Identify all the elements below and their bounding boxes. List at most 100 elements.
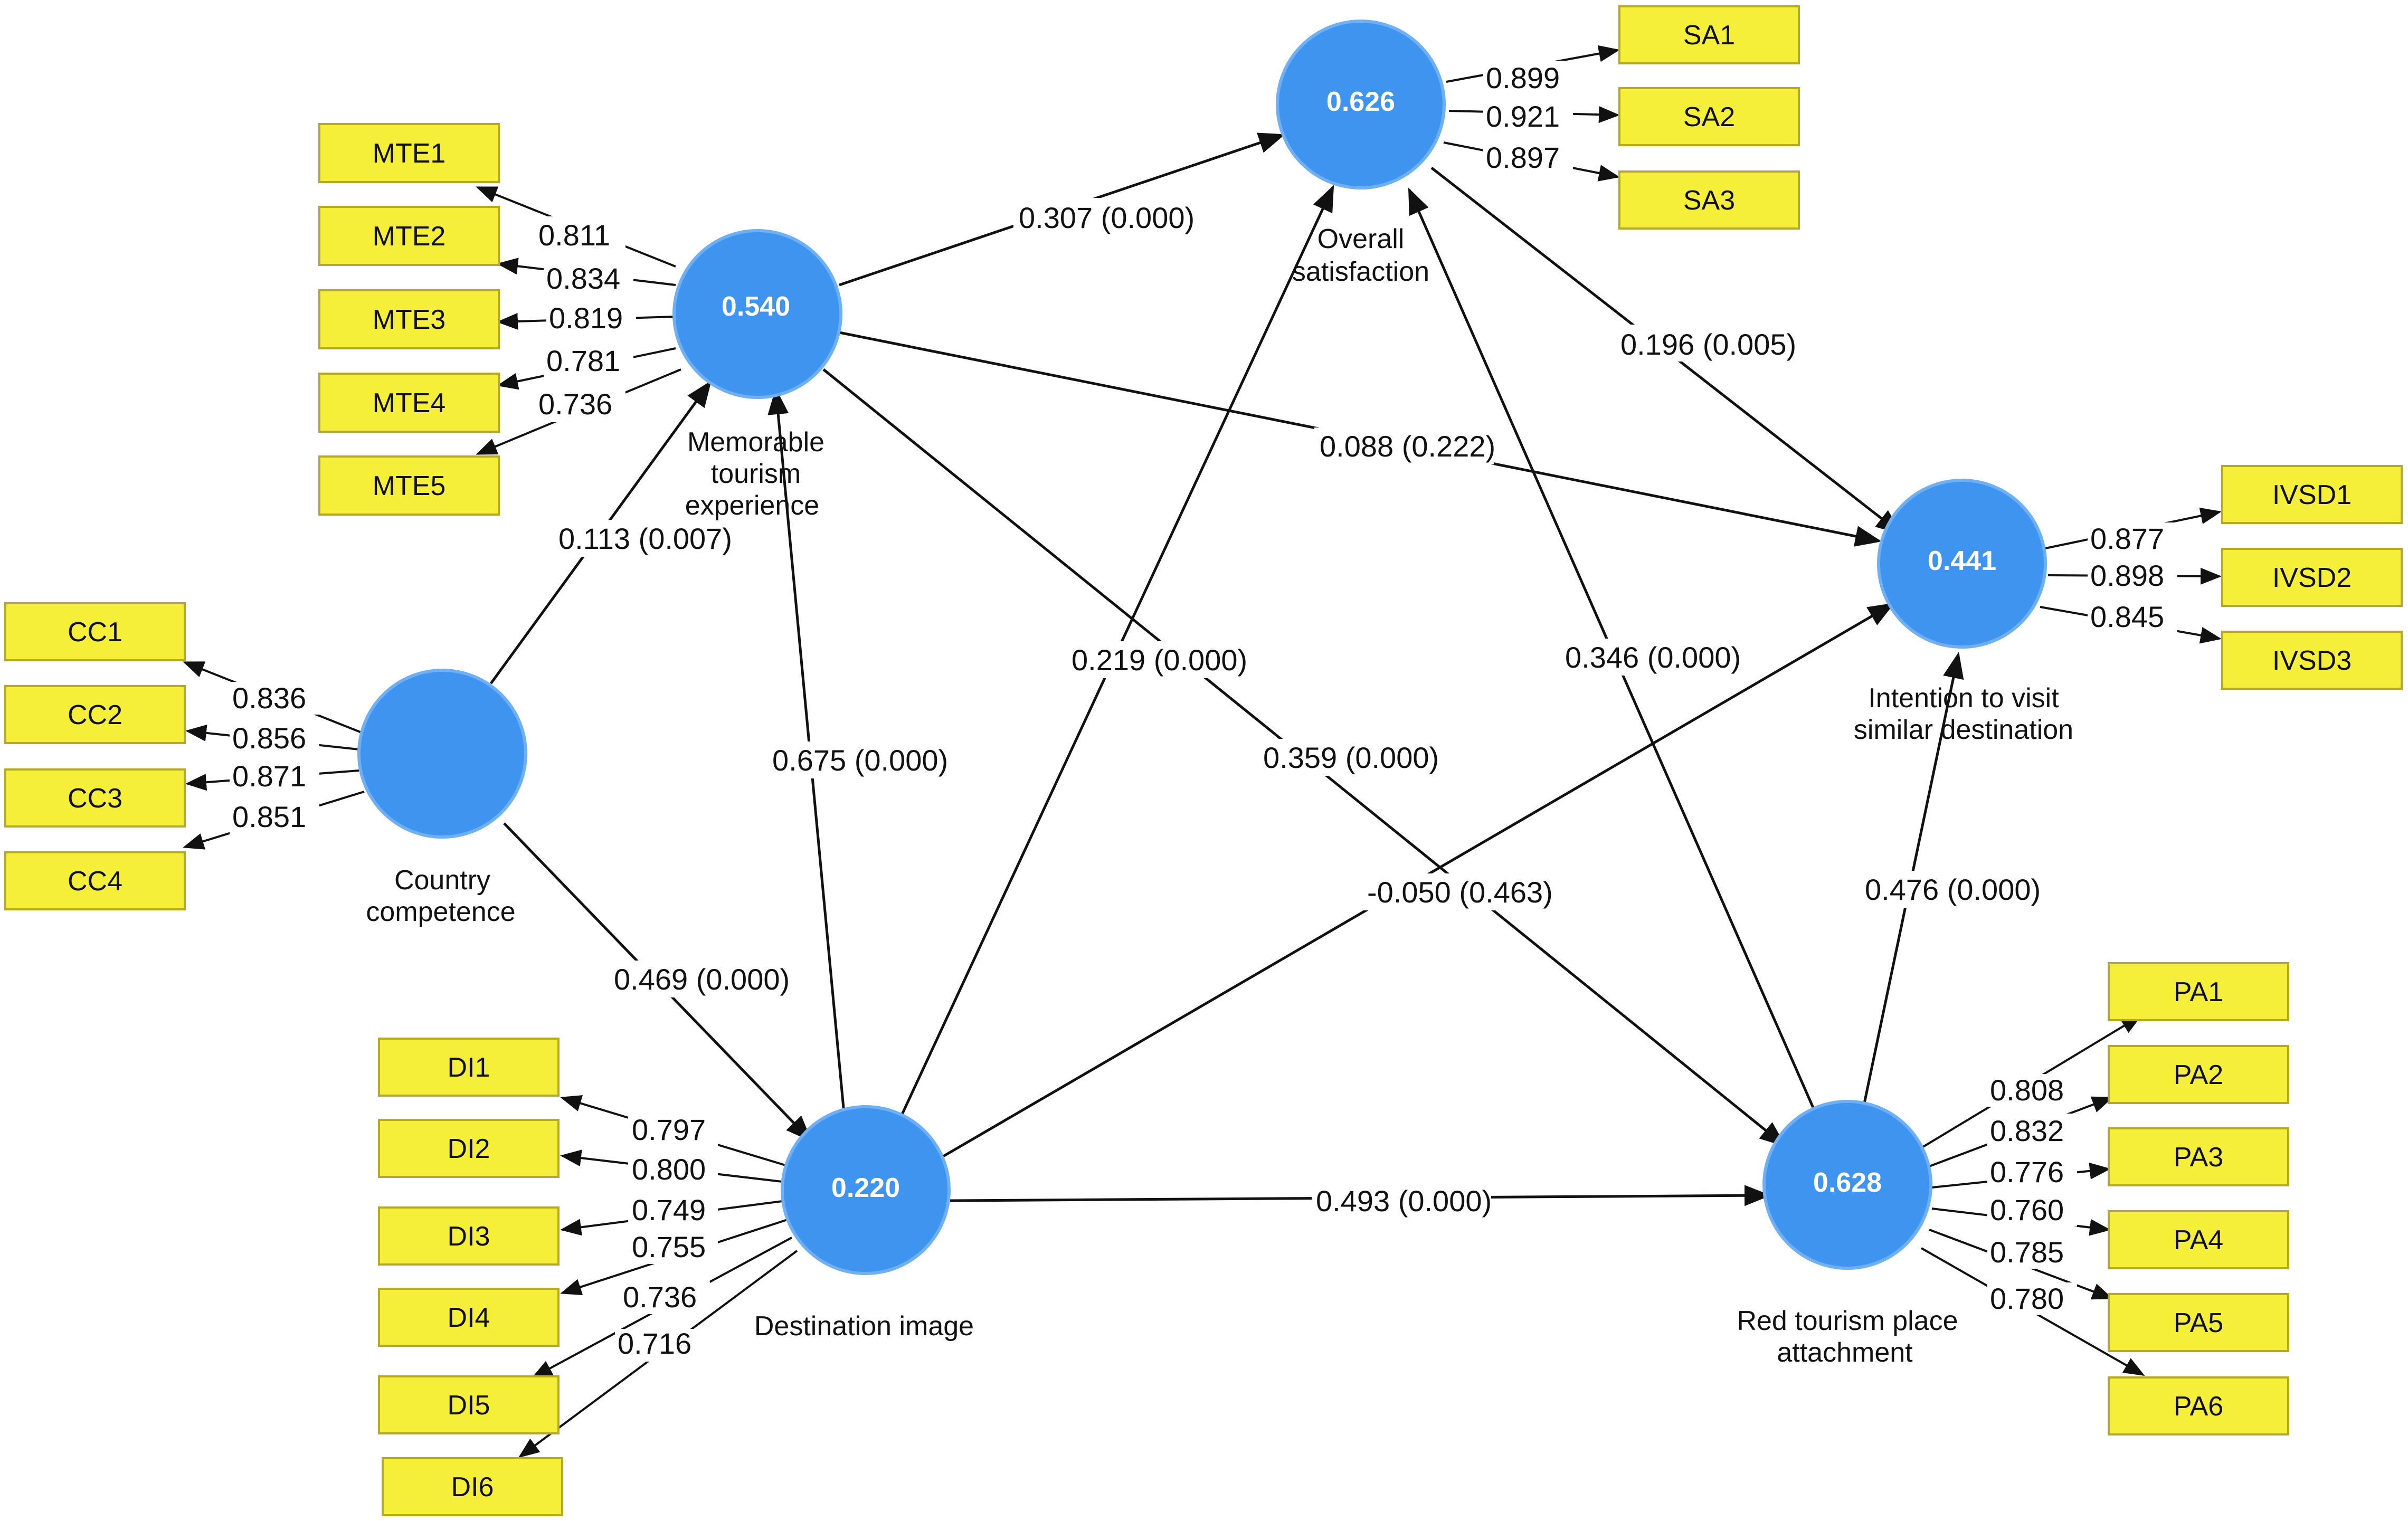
pa-measurement: 0.808 0.832 0.776 0.760 0.785 0.780	[1920, 1014, 2145, 1376]
caption-rtpa-line1: Red tourism place	[1737, 1306, 1958, 1336]
loading-mte4: 0.781	[546, 344, 620, 377]
cc-measurement: 0.836 0.856 0.871 0.851	[183, 661, 365, 850]
label-cc-di: 0.469 (0.000)	[614, 963, 790, 996]
indicator-box-di4	[378, 1288, 560, 1347]
indicator-box-mte4	[318, 373, 500, 433]
loading-di1: 0.797	[632, 1113, 706, 1146]
indicator-boxes	[4, 5, 2403, 1516]
indicator-box-cc2	[4, 685, 186, 744]
indicator-box-pa4	[2108, 1210, 2289, 1269]
indicator-box-di6	[382, 1457, 563, 1516]
di-measurement: 0.797 0.800 0.749 0.755 0.736 0.716	[518, 1095, 798, 1458]
indicator-di2: DI2	[448, 1134, 490, 1164]
caption-cc-line1: Country	[394, 865, 490, 896]
indicator-box-pa1	[2108, 962, 2289, 1021]
construct-values: 0.540 0.626 0.441 0.220 0.628	[722, 87, 1996, 1203]
indicator-box-sa2	[1618, 87, 1800, 146]
value-mte: 0.540	[722, 291, 790, 322]
indicator-labels: MTE1 MTE2 MTE3 MTE4 MTE5 SA1 SA2 SA3 IVS…	[68, 20, 2352, 1503]
indicator-box-di3	[378, 1206, 560, 1266]
loading-pa4: 0.760	[1990, 1193, 2064, 1227]
indicator-box-cc1	[4, 602, 186, 661]
mte-measurement: 0.811 0.834 0.819 0.781 0.736	[476, 186, 681, 455]
loading-mte5: 0.736	[538, 387, 612, 421]
indicator-pa3: PA3	[2174, 1142, 2223, 1173]
sa-measurement: 0.899 0.921 0.897	[1443, 45, 1620, 182]
loading-pa2: 0.832	[1990, 1114, 2064, 1147]
indicator-mte2: MTE2	[373, 221, 446, 252]
construct-rtpa	[1762, 1100, 1932, 1270]
value-ivsd: 0.441	[1928, 546, 1996, 576]
indicator-box-di2	[378, 1119, 560, 1178]
caption-di-line1: Destination image	[754, 1311, 974, 1342]
indicator-ivsd2: IVSD2	[2272, 563, 2352, 593]
label-di-mte: 0.675 (0.000)	[772, 744, 948, 777]
indicator-mte5: MTE5	[373, 471, 446, 501]
label-mte-ivsd: 0.088 (0.222)	[1320, 430, 1495, 463]
indicator-box-sa1	[1618, 5, 1800, 64]
caption-mte-line3: experience	[685, 490, 819, 521]
indicator-box-pa6	[2108, 1376, 2289, 1436]
indicator-box-sa3	[1618, 170, 1800, 230]
value-rtpa: 0.628	[1813, 1167, 1882, 1198]
indicator-sa1: SA1	[1683, 20, 1735, 51]
loading-mte2: 0.834	[546, 262, 620, 295]
loading-ivsd1: 0.877	[2090, 522, 2164, 555]
label-cc-mte: 0.113 (0.007)	[558, 522, 732, 555]
label-di-ivsd: -0.050 (0.463)	[1367, 876, 1553, 909]
loading-di6: 0.716	[618, 1327, 691, 1360]
label-rtpa-ivsd: 0.476 (0.000)	[1865, 873, 2041, 906]
caption-mte-line2: tourism	[711, 459, 801, 489]
label-mte-os: 0.307 (0.000)	[1019, 201, 1194, 234]
indicator-pa1: PA1	[2174, 977, 2223, 1007]
indicator-box-cc4	[4, 851, 186, 910]
construct-di	[781, 1105, 951, 1275]
indicator-di6: DI6	[451, 1472, 494, 1503]
caption-os-line2: satisfaction	[1292, 256, 1429, 287]
indicator-di3: DI3	[448, 1221, 490, 1252]
indicator-mte3: MTE3	[373, 305, 446, 335]
value-os: 0.626	[1326, 87, 1395, 117]
indicator-pa2: PA2	[2174, 1060, 2223, 1090]
loading-mte3: 0.819	[549, 301, 623, 335]
path-labels: 0.307 (0.000) 0.196 (0.005) 0.088 (0.222…	[554, 198, 2041, 1219]
indicator-box-ivsd1	[2221, 465, 2403, 524]
indicator-ivsd1: IVSD1	[2272, 480, 2352, 510]
label-os-ivsd: 0.196 (0.005)	[1620, 328, 1796, 361]
indicator-di5: DI5	[448, 1390, 490, 1421]
indicator-box-di1	[378, 1038, 560, 1097]
loading-pa6: 0.780	[1990, 1282, 2064, 1315]
loading-mte1: 0.811	[538, 218, 610, 252]
loading-sa2: 0.921	[1486, 100, 1560, 133]
indicator-pa4: PA4	[2174, 1225, 2223, 1256]
construct-mte	[672, 229, 842, 399]
caption-cc-line2: competence	[366, 897, 515, 927]
construct-captions: Memorable tourism experience Overall sat…	[366, 224, 2073, 1368]
loading-cc3: 0.871	[232, 759, 306, 793]
indicator-cc3: CC3	[68, 783, 122, 814]
indicator-box-ivsd3	[2221, 631, 2403, 690]
ivsd-measurement: 0.877 0.898 0.845	[2040, 507, 2222, 644]
loading-pa3: 0.776	[1990, 1155, 2064, 1189]
indicator-cc4: CC4	[68, 866, 122, 897]
indicator-box-pa2	[2108, 1045, 2289, 1104]
indicator-sa3: SA3	[1683, 185, 1735, 216]
loading-ivsd2: 0.898	[2090, 559, 2164, 592]
loading-di4: 0.755	[632, 1230, 706, 1263]
indicator-mte4: MTE4	[373, 388, 446, 419]
indicator-box-mte3	[318, 289, 500, 349]
loading-di5: 0.736	[623, 1280, 697, 1314]
indicator-box-cc3	[4, 768, 186, 828]
indicator-di4: DI4	[448, 1303, 490, 1333]
construct-ivsd	[1877, 479, 2047, 649]
caption-rtpa-line2: attachment	[1777, 1337, 1913, 1368]
label-mte-rtpa: 0.359 (0.000)	[1263, 741, 1439, 774]
loading-pa5: 0.785	[1990, 1235, 2064, 1269]
loading-pa1: 0.808	[1990, 1073, 2064, 1107]
loading-di2: 0.800	[632, 1153, 706, 1186]
indicator-pa6: PA6	[2174, 1391, 2223, 1422]
indicator-cc2: CC2	[68, 700, 122, 730]
indicator-ivsd3: IVSD3	[2272, 645, 2352, 676]
indicator-di1: DI1	[448, 1052, 490, 1083]
